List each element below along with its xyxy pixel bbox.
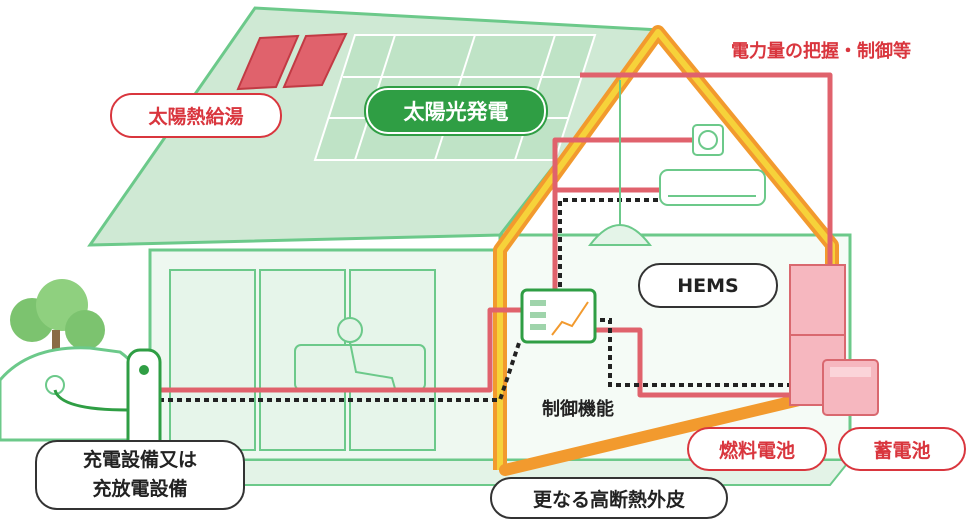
- power-wiring: [150, 72, 833, 398]
- wall-sensor: [692, 124, 724, 156]
- hems-label: HEMS: [638, 263, 778, 308]
- storage-battery-label: 蓄電池: [838, 427, 966, 471]
- window: [169, 269, 256, 451]
- charging-equipment-label: 充電設備又は 充放電設備: [35, 440, 245, 510]
- fuel-cell-label: 燃料電池: [687, 427, 827, 471]
- hems-monitor: [520, 288, 597, 344]
- person-on-sofa: [294, 317, 426, 393]
- charging-label-line2: 充放電設備: [92, 478, 188, 500]
- control-function-label: 制御機能: [542, 399, 614, 420]
- solar-thermal-panel: [282, 32, 348, 89]
- charging-label-line1: 充電設備又は: [82, 449, 197, 471]
- tree: [10, 279, 105, 370]
- insulation-outline-floor: [499, 389, 826, 476]
- ceiling-lamp: [587, 80, 653, 246]
- charging-station: [53, 348, 162, 457]
- solar-thermal-panel: [236, 34, 300, 91]
- air-conditioner: [659, 169, 766, 206]
- solar-pv-label: 太陽光発電: [366, 88, 546, 134]
- insulation-label: 更なる高断熱外皮: [490, 477, 728, 519]
- control-wiring: [150, 198, 810, 402]
- storage-battery-unit: [822, 359, 879, 416]
- solar-thermal-label: 太陽熱給湯: [110, 93, 282, 138]
- power-control-label: 電力量の把握・制御等: [731, 41, 911, 62]
